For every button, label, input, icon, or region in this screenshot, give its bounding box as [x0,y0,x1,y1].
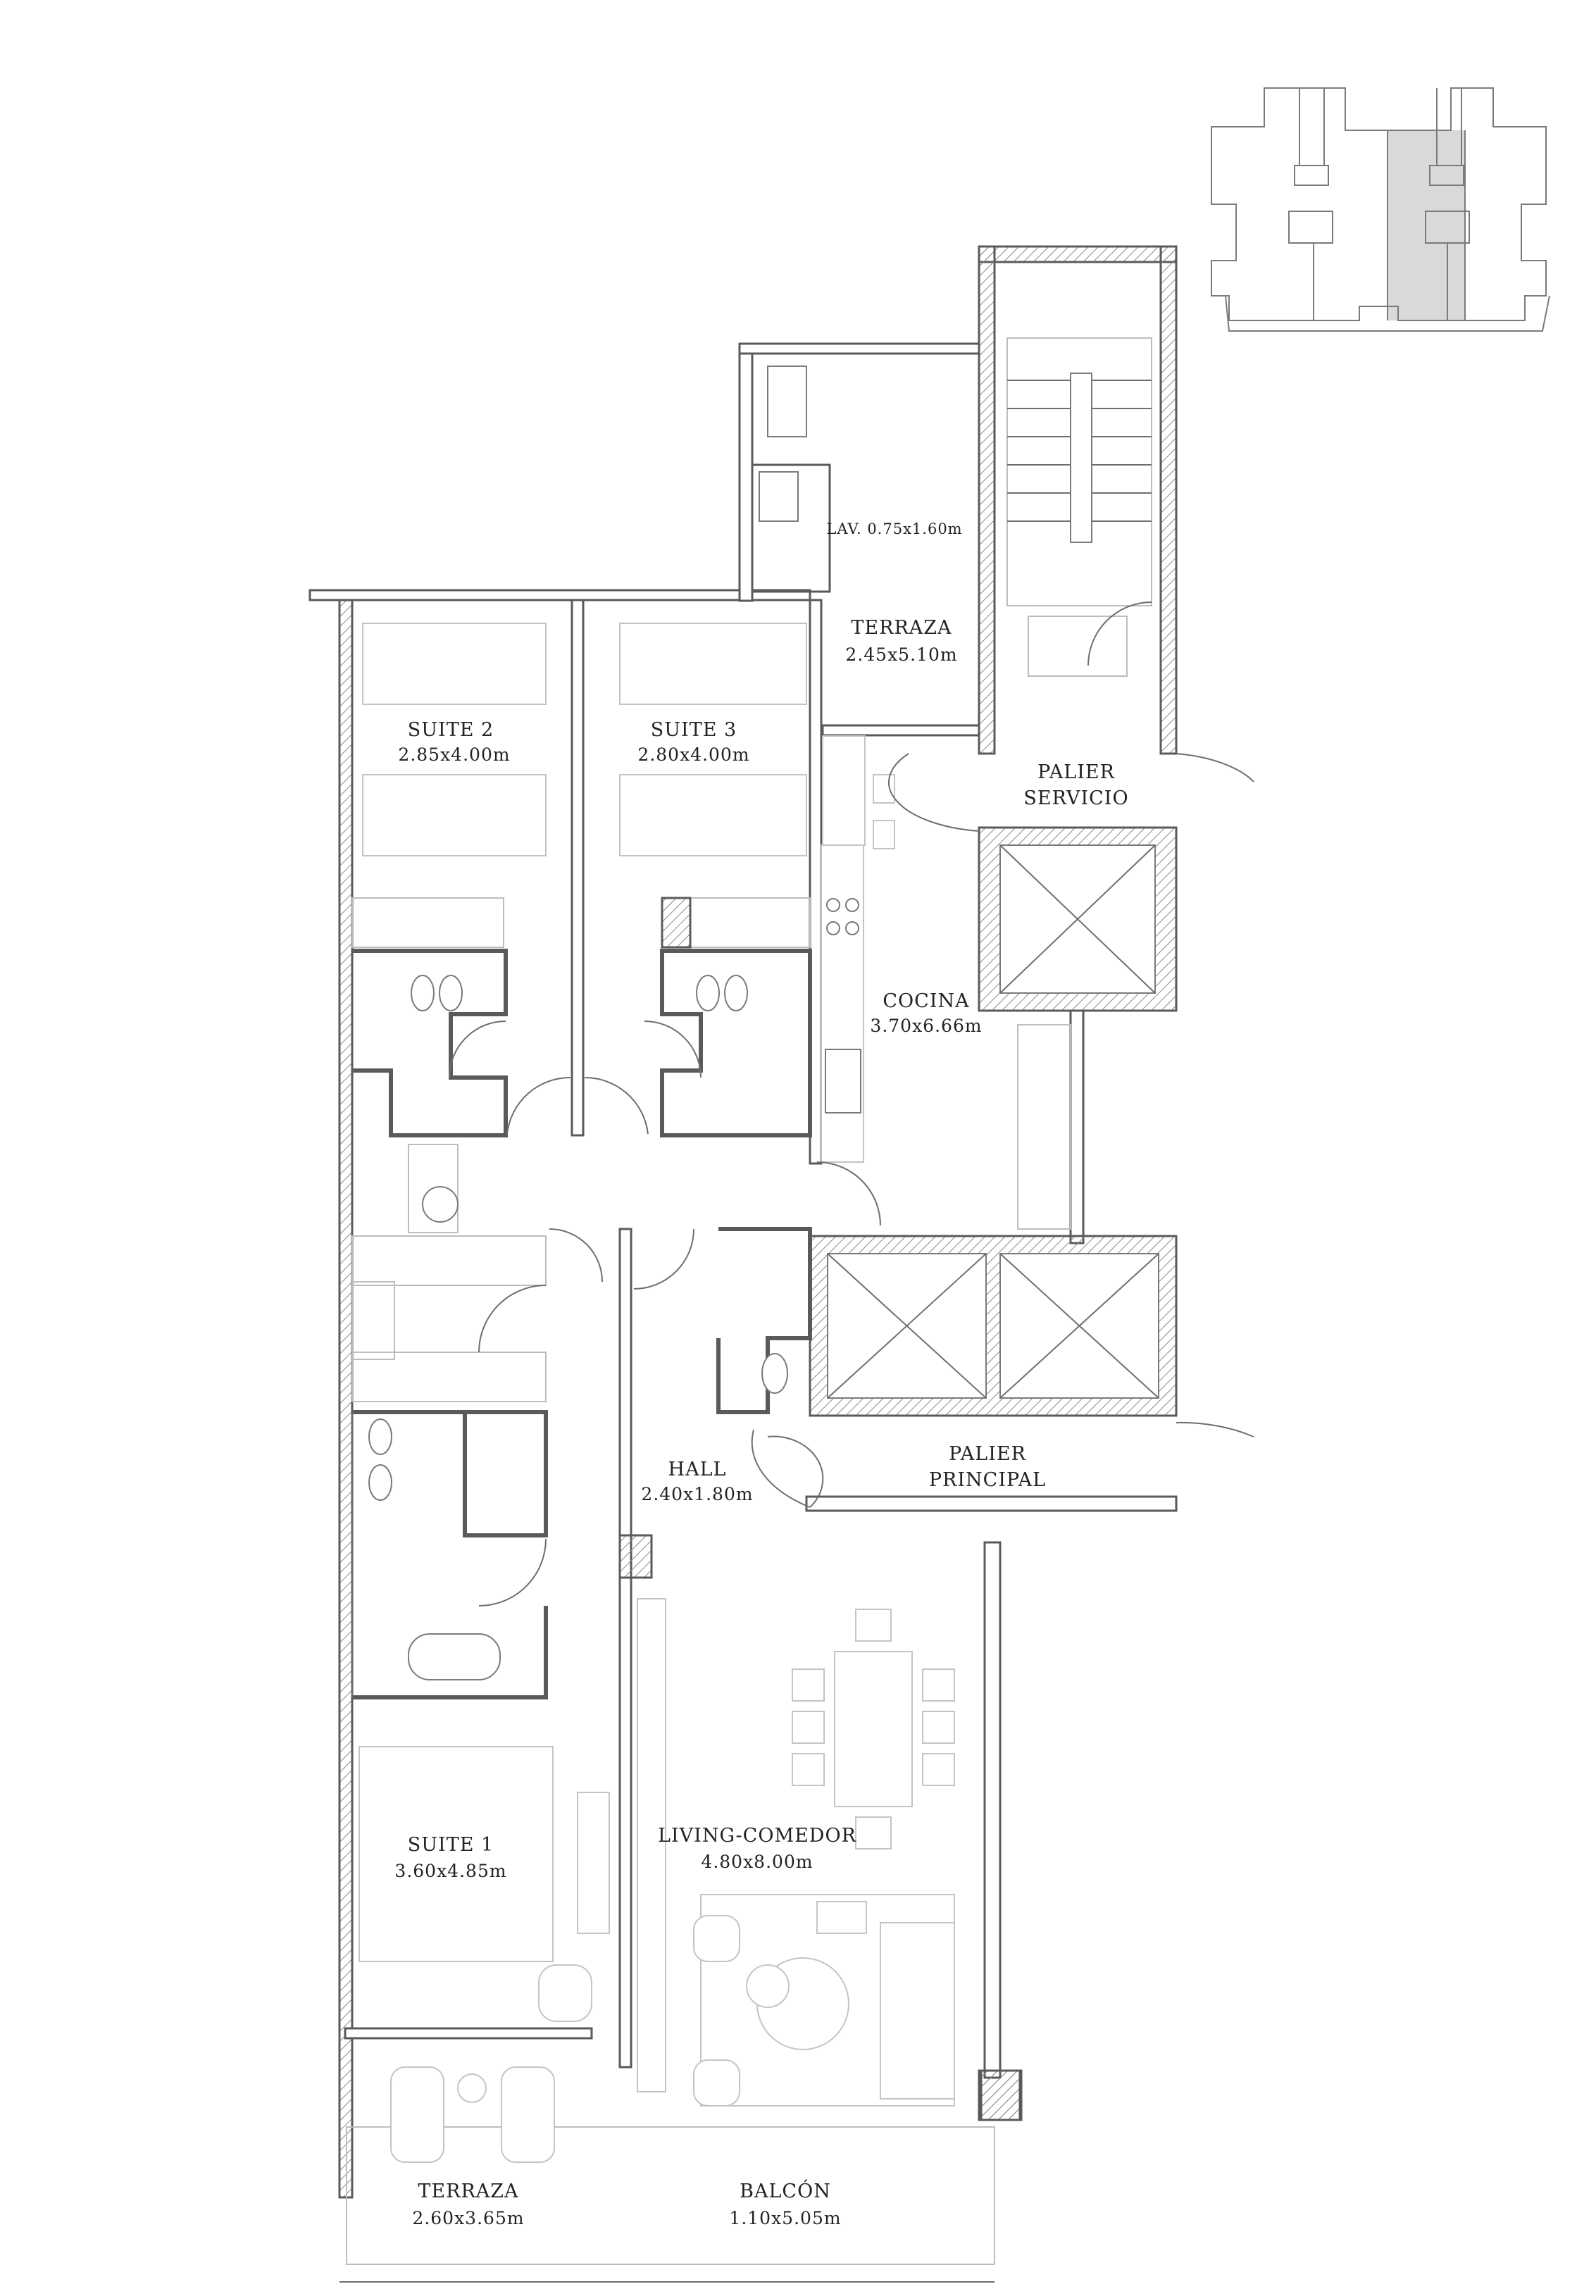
kitchen-counter [821,844,864,1163]
doors [449,753,1254,1606]
stair-core-wall [978,245,1178,263]
label-living-dims: 4.80x8.00m [701,1852,813,1872]
label-suite2-dims: 2.85x4.00m [398,744,510,765]
label-suite3-dims: 2.80x4.00m [637,744,749,765]
wall-left [338,597,354,2199]
label-hall-name: HALL [668,1459,727,1480]
wall-top-suites [308,589,811,601]
lounge-chair-1 [390,2066,444,2163]
room-labels: SUITE 2 2.85x4.00m SUITE 3 2.80x4.00m TE… [394,520,1128,2228]
balcony-outline [346,2126,995,2265]
label-palier-principal-line1: PALIER [949,1443,1026,1465]
label-lav: LAV. 0.75x1.60m [826,520,962,537]
label-suite3-name: SUITE 3 [651,719,737,741]
bed-suite3-b [619,774,807,856]
bed-suite2-a [362,623,547,705]
bed-suite1 [359,1746,554,1962]
label-living-name: LIVING-COMEDOR [658,1825,856,1847]
label-balcon-dims: 1.10x5.05m [729,2208,841,2228]
label-suite2-name: SUITE 2 [408,719,494,741]
label-terraza-bottom-dims: 2.60x3.65m [412,2208,524,2228]
bathtub [408,1633,501,1680]
lounge-chair-2 [501,2066,555,2163]
label-suite1-dims: 3.60x4.85m [394,1861,506,1881]
kitchen-sink [825,1049,861,1113]
stair [1006,337,1152,677]
label-balcon-name: BALCÓN [740,2178,831,2202]
label-terraza-top-name: TERRAZA [851,617,952,639]
label-terraza-bottom-name: TERRAZA [418,2180,518,2202]
partitions [351,366,980,1699]
label-palier-servicio-line1: PALIER [1037,761,1115,783]
label-palier-servicio-line2: SERVICIO [1023,787,1128,809]
label-palier-principal-line2: PRINCIPAL [929,1469,1046,1491]
bed-suite2-b [362,774,547,856]
key-plan [1211,87,1550,332]
dining-table [834,1651,913,1807]
label-hall-dims: 2.40x1.80m [641,1484,753,1504]
label-terraza-top-dims: 2.45x5.10m [845,644,957,665]
exterior-walls [308,245,1178,2283]
label-cocina-name: COCINA [883,990,969,1012]
label-cocina-dims: 3.70x6.66m [870,1016,982,1036]
furniture [359,623,955,2163]
sofa [880,1922,955,2100]
label-suite1-name: SUITE 1 [408,1834,494,1856]
bed-suite3-a [619,623,807,705]
